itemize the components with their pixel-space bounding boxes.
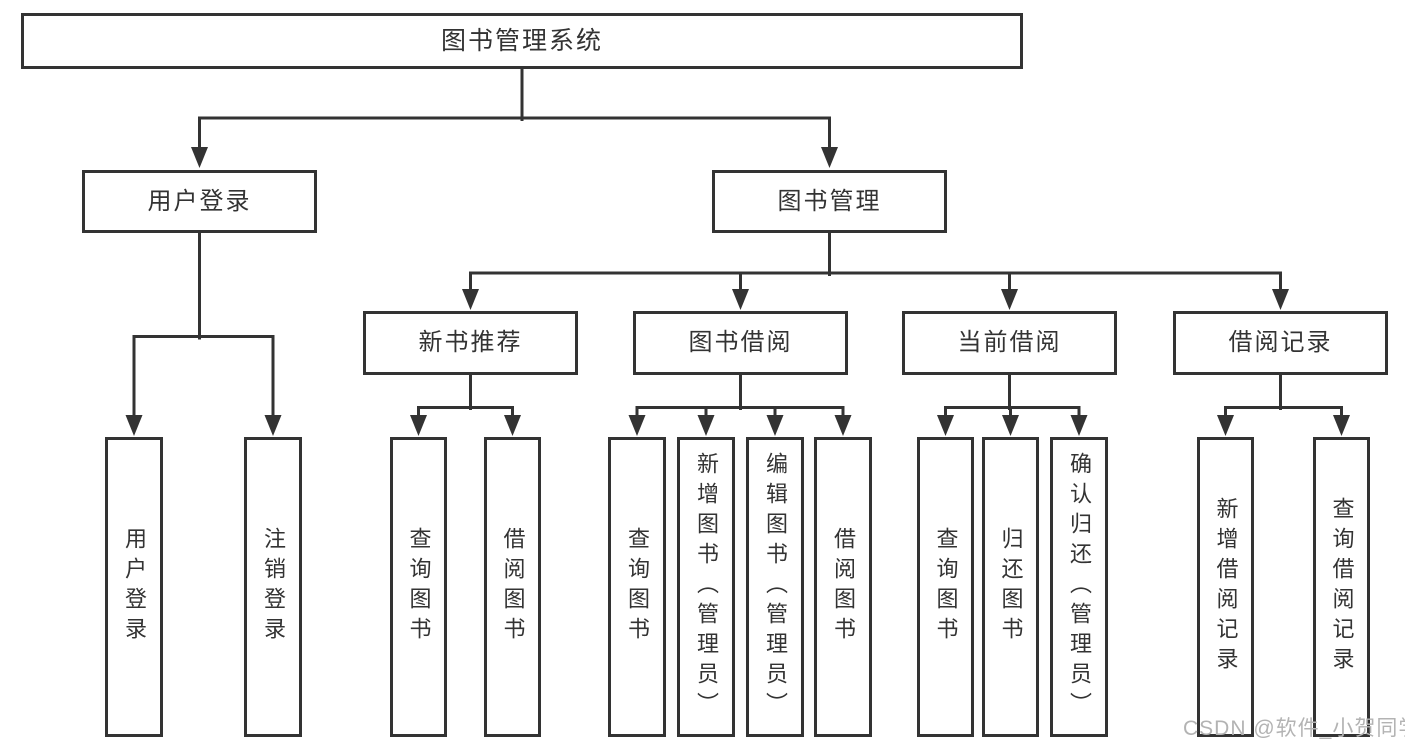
arrowhead — [462, 289, 479, 310]
arrowhead — [191, 147, 208, 168]
node-book-management: 图书管理 — [712, 170, 947, 233]
leaf-logout-login: 注销登录 — [244, 437, 302, 737]
arrowhead — [834, 415, 852, 436]
leaf-query-books-recommend: 查询图书 — [390, 437, 447, 737]
node-root: 图书管理系统 — [21, 13, 1023, 69]
arrowhead — [766, 415, 784, 436]
node-book-borrow: 图书借阅 — [633, 311, 848, 375]
leaf-query-borrow-record: 查询借阅记录 — [1313, 437, 1370, 737]
arrowhead — [264, 415, 282, 436]
leaf-return-books: 归还图书 — [982, 437, 1039, 737]
node-borrow-records: 借阅记录 — [1173, 311, 1388, 375]
node-new-book-recommend: 新书推荐 — [363, 311, 578, 375]
leaf-borrow-books-borrow: 借阅图书 — [814, 437, 872, 737]
leaf-confirm-return-admin: 确认归还（管理员） — [1050, 437, 1108, 737]
arrowhead — [1070, 415, 1088, 436]
watermark: CSDN @软件_小贺同学 — [1183, 717, 1405, 740]
arrowhead — [821, 147, 838, 168]
arrowhead — [1272, 289, 1289, 310]
leaf-edit-books-admin: 编辑图书（管理员） — [746, 437, 804, 737]
leaf-query-books-current: 查询图书 — [917, 437, 974, 737]
arrowhead — [1001, 289, 1018, 310]
leaf-query-books-borrow: 查询图书 — [608, 437, 666, 737]
arrowhead — [697, 415, 715, 436]
arrowhead — [937, 415, 954, 436]
leaf-borrow-books-recommend: 借阅图书 — [484, 437, 541, 737]
leaf-add-borrow-record: 新增借阅记录 — [1197, 437, 1254, 737]
arrowhead — [1217, 415, 1234, 436]
arrowhead — [504, 415, 521, 436]
arrowhead — [125, 415, 143, 436]
arrowhead — [1002, 415, 1019, 436]
arrowhead — [628, 415, 646, 436]
node-user-login: 用户登录 — [82, 170, 317, 233]
node-current-borrow: 当前借阅 — [902, 311, 1117, 375]
leaf-user-login: 用户登录 — [105, 437, 163, 737]
arrowhead — [1333, 415, 1350, 436]
arrowhead — [410, 415, 427, 436]
arrowhead — [732, 289, 749, 310]
leaf-add-books-admin: 新增图书（管理员） — [677, 437, 735, 737]
